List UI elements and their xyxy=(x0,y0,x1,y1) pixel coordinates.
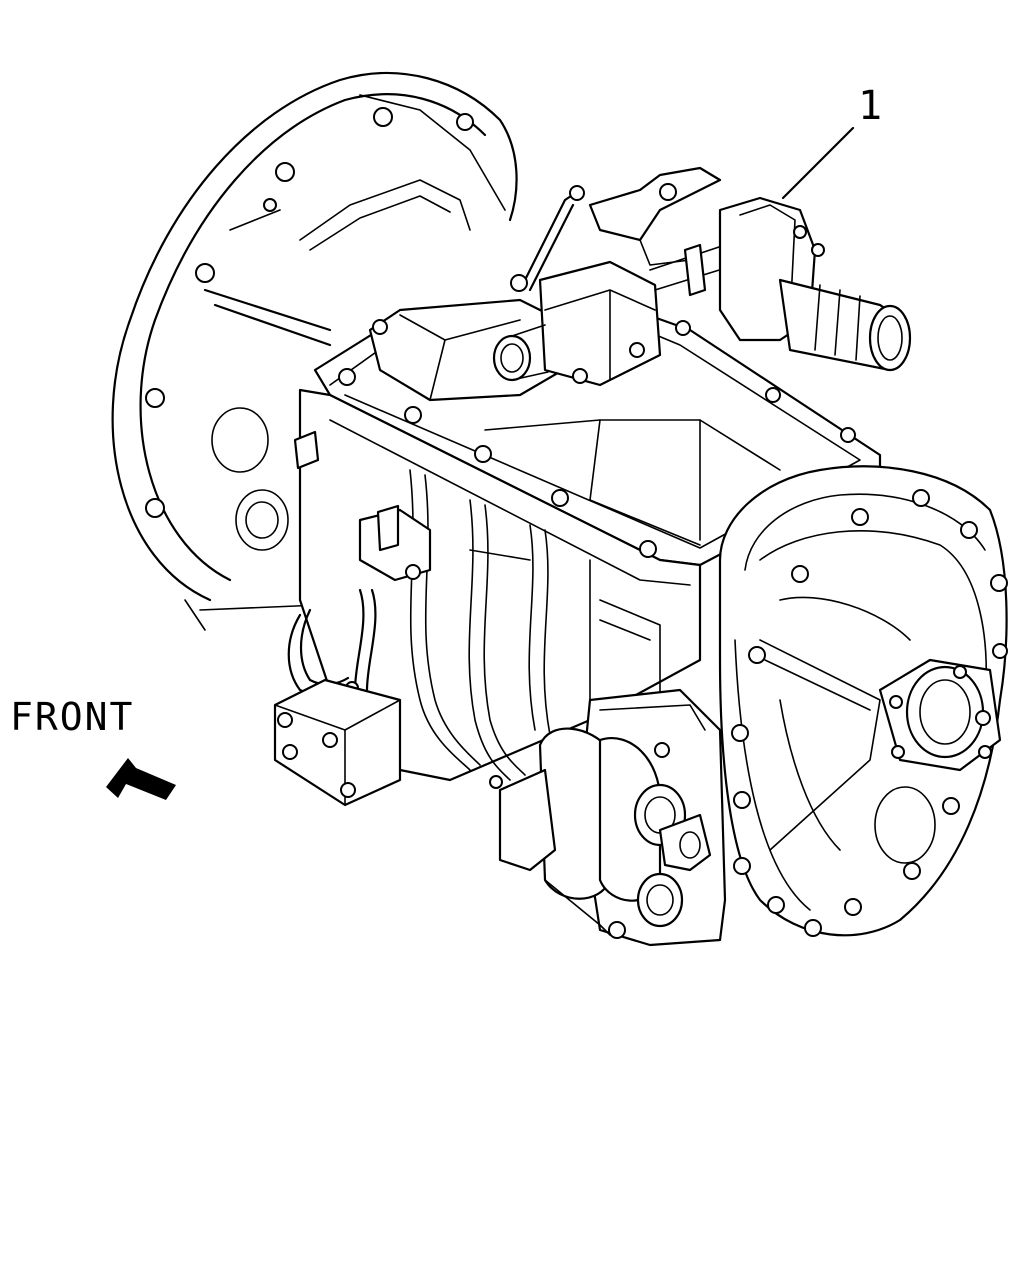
rear-housing-bolts xyxy=(731,489,1008,937)
output-shaft-housing xyxy=(718,196,912,372)
shift-linkage xyxy=(510,166,746,297)
callout-leader-1 xyxy=(781,126,855,200)
gearbox-case xyxy=(273,260,882,807)
arrow-up-left-icon xyxy=(106,758,176,800)
power-take-off-unit xyxy=(489,688,727,947)
front-direction-label: FRONT xyxy=(10,695,135,739)
clutch-housing xyxy=(111,71,518,631)
callout-number-1: 1 xyxy=(858,83,883,129)
housing-bolts xyxy=(145,107,474,518)
cover-bolts xyxy=(338,319,856,558)
rear-extension-housing xyxy=(718,465,1008,937)
